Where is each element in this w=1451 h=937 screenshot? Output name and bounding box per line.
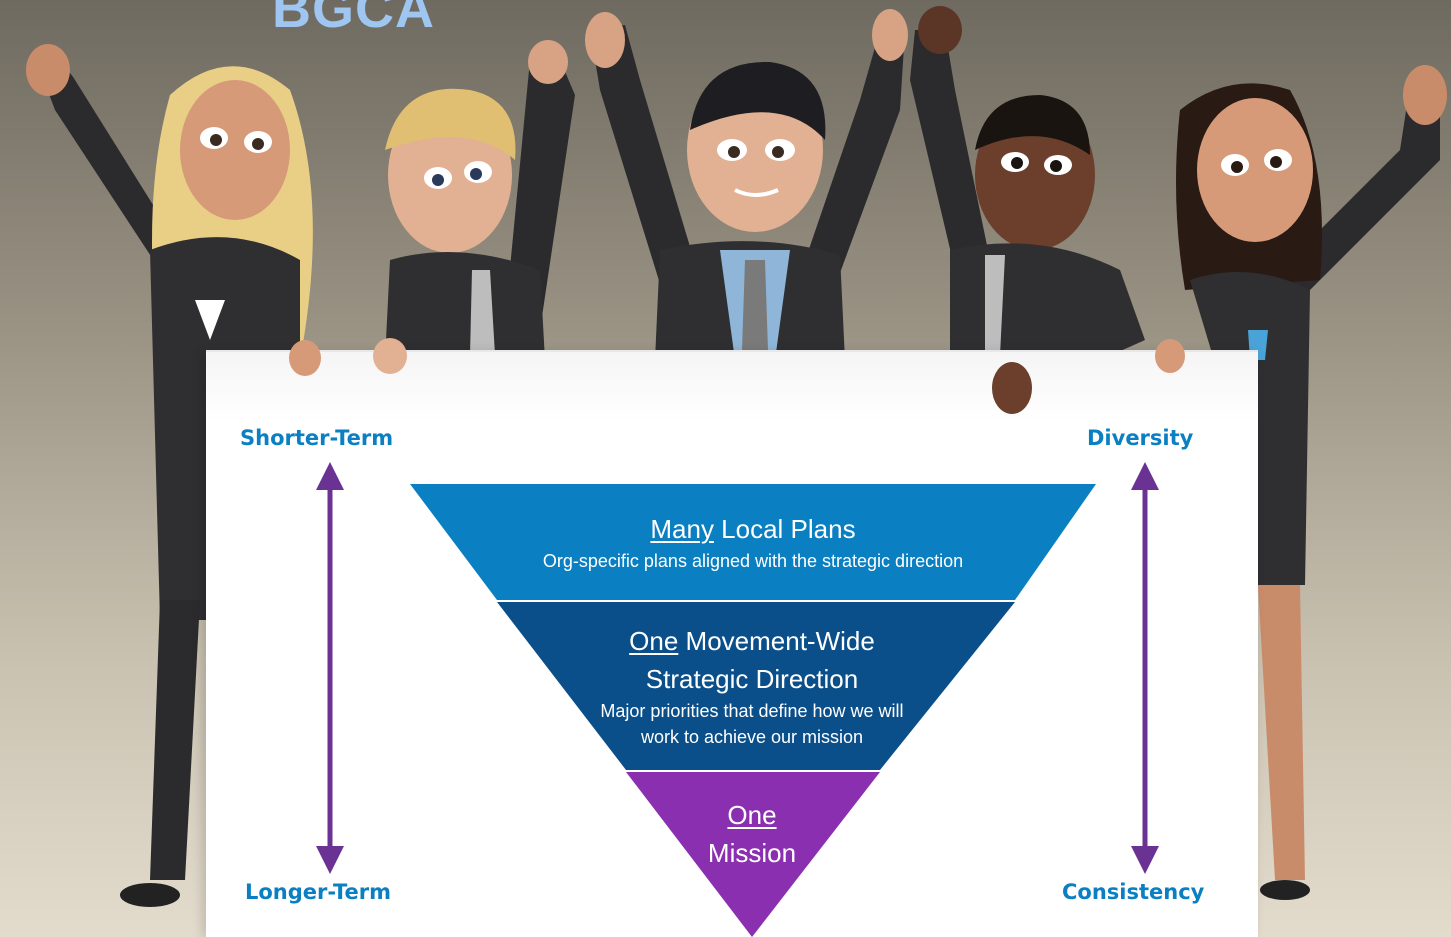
slide-title: BGCA xyxy=(272,0,435,39)
tier-strategic-direction-heading-line2: Strategic Direction xyxy=(645,664,859,694)
person-center-boy xyxy=(585,9,908,360)
label-diversity: Diversity xyxy=(1087,426,1194,450)
tier-local-plans-heading: Many Local Plans xyxy=(500,510,1006,548)
tier-local-plans-heading-text: Local Plans xyxy=(713,514,856,544)
label-shorter-term: Shorter-Term xyxy=(240,426,394,450)
tier-strategic-direction-heading: One Movement-Wide xyxy=(590,622,914,660)
tier-mission-shape xyxy=(626,772,880,937)
tier-local-plans-emphasis: Many xyxy=(650,514,714,544)
right-double-arrow xyxy=(1131,462,1159,874)
left-double-arrow xyxy=(316,462,344,874)
tier-strategic-direction-emphasis: One xyxy=(629,626,679,656)
tier-mission: One Mission xyxy=(682,796,822,872)
tier-mission-emphasis: One xyxy=(727,800,777,830)
tier-local-plans: Many Local Plans Org-specific plans alig… xyxy=(500,510,1006,574)
label-longer-term: Longer-Term xyxy=(245,880,392,904)
tier-mission-heading-line2: Mission xyxy=(707,838,797,868)
tier-strategic-direction-heading-text: Movement-Wide xyxy=(678,626,875,656)
label-consistency: Consistency xyxy=(1062,880,1205,904)
tier-strategic-direction-shape xyxy=(497,602,1015,770)
person-blond-boy xyxy=(385,40,575,360)
person-blonde-woman xyxy=(26,44,313,907)
tier-strategic-direction-description: Major priorities that define how we will… xyxy=(600,701,904,747)
tier-strategic-direction: One Movement-Wide Strategic Direction Ma… xyxy=(590,622,914,750)
tier-mission-heading: One xyxy=(682,796,822,834)
tier-local-plans-shape xyxy=(410,484,1096,600)
tier-local-plans-description: Org-specific plans aligned with the stra… xyxy=(542,551,964,571)
